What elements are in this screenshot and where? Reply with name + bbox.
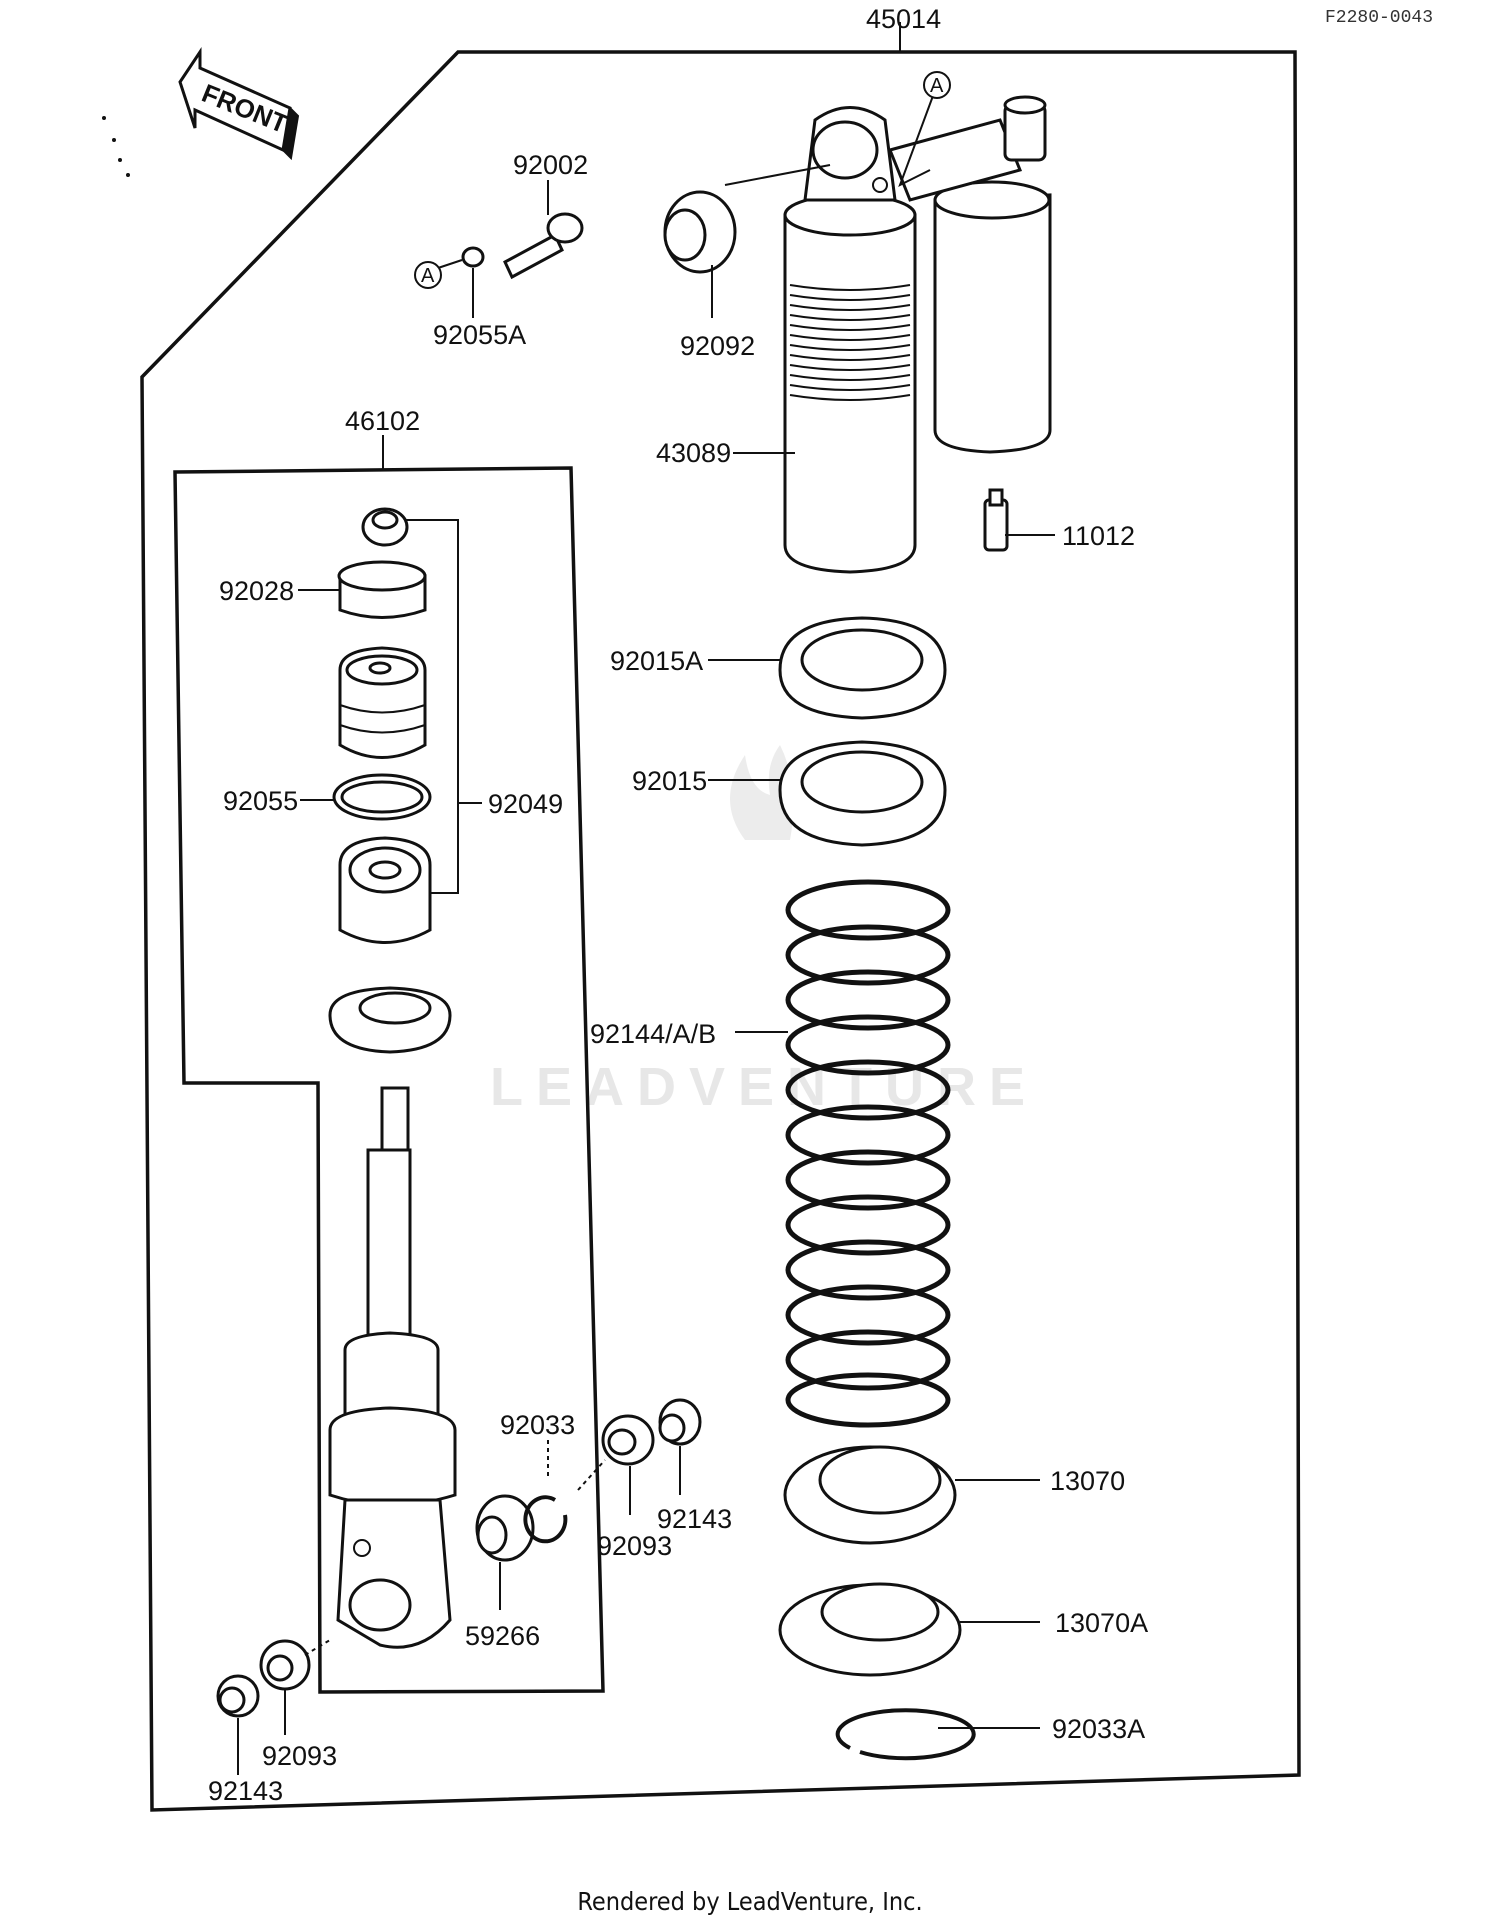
bushing-59266	[475, 1494, 535, 1562]
assembly-frame-45014	[140, 50, 1301, 1812]
leader-lines	[237, 22, 1055, 1775]
bump-stop-cup	[328, 986, 452, 1054]
label-92015: 92015	[632, 766, 707, 796]
label-92093-right: 92093	[597, 1531, 672, 1561]
oring-92055	[332, 773, 432, 821]
collar-92143-right	[658, 1398, 702, 1446]
footer-credit: Rendered by LeadVenture, Inc.	[577, 1887, 923, 1916]
label-92015A: 92015A	[610, 646, 703, 676]
reference-code: F2280-0043	[1325, 8, 1433, 28]
svg-text:A: A	[421, 265, 435, 287]
label-92033: 92033	[500, 1410, 575, 1440]
label-92049: 92049	[488, 789, 563, 819]
label-92092: 92092	[680, 331, 755, 361]
svg-text:A: A	[930, 75, 944, 97]
stray-marks	[102, 116, 130, 177]
label-92143-right: 92143	[657, 1504, 732, 1534]
callout-a-left: A	[414, 261, 442, 289]
front-arrow-icon: FRONT	[178, 47, 300, 161]
label-46102: 46102	[345, 406, 420, 436]
label-43089: 43089	[656, 438, 731, 468]
assembly-frame-46102	[173, 466, 605, 1694]
spring-guide-13070A	[778, 1582, 962, 1677]
label-13070A: 13070A	[1055, 1608, 1148, 1638]
collar-92143-left	[216, 1674, 260, 1718]
label-92028: 92028	[219, 576, 294, 606]
label-92033A: 92033A	[1052, 1714, 1145, 1744]
seal-92093-right	[601, 1414, 655, 1466]
label-92055A: 92055A	[433, 320, 526, 350]
label-13070: 13070	[1050, 1466, 1125, 1496]
label-59266: 59266	[465, 1621, 540, 1651]
label-92143-left: 92143	[208, 1776, 283, 1806]
spring-guide-13070	[783, 1445, 957, 1545]
ring-92028	[337, 560, 427, 619]
label-92002: 92002	[513, 150, 588, 180]
seal-92093-left	[259, 1639, 311, 1691]
bolt-92002	[503, 212, 584, 280]
shock-body-43089	[783, 95, 1052, 574]
seal-head-upper	[338, 646, 427, 759]
seal-head-lower	[338, 836, 432, 944]
circlip-92033A	[835, 1708, 976, 1761]
oring-92055A	[461, 246, 485, 268]
damper-rod	[366, 1086, 412, 1352]
label-11012: 11012	[1062, 521, 1135, 551]
locknut-92015A	[778, 616, 947, 720]
label-92093-left: 92093	[262, 1741, 337, 1771]
seal-nut	[361, 507, 409, 547]
spring-92144	[785, 879, 951, 1428]
label-92055: 92055	[223, 786, 298, 816]
locknut-92015	[778, 740, 947, 847]
callout-a-top: A	[923, 71, 951, 99]
label-45014: 45014	[866, 4, 941, 34]
bushing-92092	[663, 190, 737, 274]
label-92144: 92144/A/B	[590, 1019, 716, 1049]
svg-text:LEADVENTURE: LEADVENTURE	[490, 1057, 1038, 1117]
damper-body	[328, 1331, 457, 1649]
watermark: LEADVENTURE	[490, 745, 1038, 1117]
valve-11012	[983, 488, 1009, 552]
circlip-92033	[523, 1495, 568, 1544]
